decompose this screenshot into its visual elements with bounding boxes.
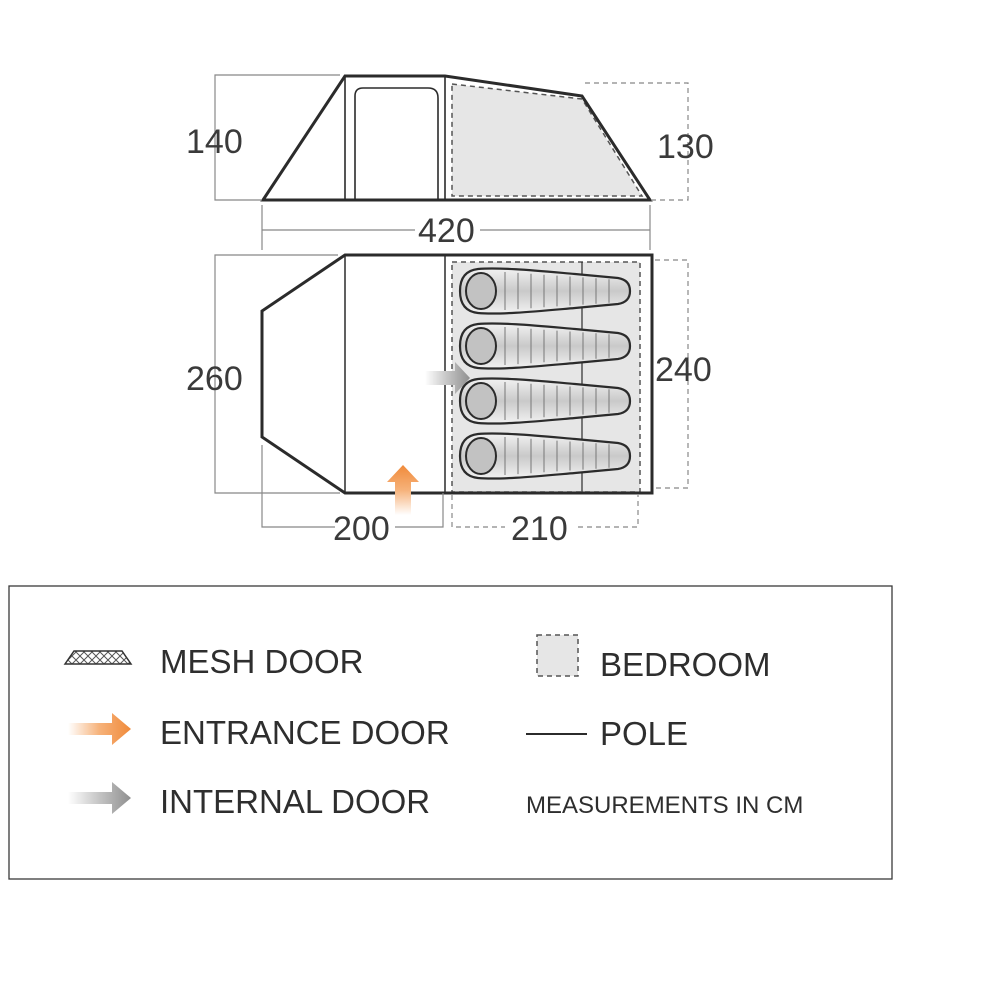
bedroom-swatch-icon (536, 634, 579, 677)
dim-bedroom-length: 210 (511, 510, 568, 548)
side-tent-outline (260, 74, 653, 202)
dim-porch-length: 200 (333, 510, 390, 548)
legend-box (8, 585, 893, 880)
sleeping-bag (458, 432, 632, 480)
dim-side-height-front: 140 (186, 123, 243, 161)
side-height-front-dim-line (214, 74, 340, 201)
sleeping-bag (458, 322, 632, 370)
legend-internal-door-label: INTERNAL DOOR (160, 783, 430, 820)
side-height-rear-dim-line (585, 82, 689, 201)
sleeping-bag-body (458, 432, 632, 480)
total-length-dimension: 420 (261, 205, 651, 250)
dim-total-length: 420 (418, 212, 475, 250)
legend-pole-label: POLE (600, 715, 688, 752)
legend-mesh-door-label: MESH DOOR (160, 643, 364, 680)
side-bedroom-dashed-outline (451, 83, 644, 197)
sleeping-bag-hood (465, 382, 497, 420)
internal-door-arrow (425, 362, 470, 394)
bedroom-length-dim-line (451, 495, 639, 528)
sleeping-bag-hood (465, 327, 497, 365)
side-bedroom-area (452, 84, 642, 196)
sleeping-bag-body (458, 267, 632, 315)
entrance-door-arrow (387, 465, 419, 515)
side-door-frame (344, 76, 446, 200)
floor-width-bedroom-dim-line (655, 259, 689, 489)
dim-side-height-rear: 130 (657, 128, 714, 166)
side-elevation: 140 130 (186, 74, 714, 202)
sleeping-bag (458, 267, 632, 315)
sleeping-bag (458, 377, 632, 425)
sleeping-bag-hood (465, 437, 497, 475)
dim-floor-width-front: 260 (186, 360, 243, 398)
dim-floor-width-bedroom: 240 (655, 351, 712, 389)
total-length-dim-line (261, 205, 651, 250)
legend-entrance-door-label: ENTRANCE DOOR (160, 714, 450, 751)
floor-width-front-dim-line (214, 254, 340, 494)
internal-door-arrow-icon (68, 782, 131, 814)
legend-measurements-note: MEASUREMENTS IN CM (526, 792, 803, 819)
sleeping-bag-hood (465, 272, 497, 310)
entrance-door-arrow-icon (68, 713, 131, 745)
mesh-door-icon (63, 650, 133, 665)
sleeping-bags (458, 267, 632, 480)
legend-bedroom-label: BEDROOM (600, 646, 771, 683)
legend: MESH DOOR ENTRANCE DOOR INTERNAL DOOR BE… (8, 585, 893, 880)
sleeping-bag-body (458, 377, 632, 425)
sleeping-bag-body (458, 322, 632, 370)
floor-plan: 260 240 200 210 (186, 253, 712, 548)
porch-length-dim-line (261, 445, 444, 528)
